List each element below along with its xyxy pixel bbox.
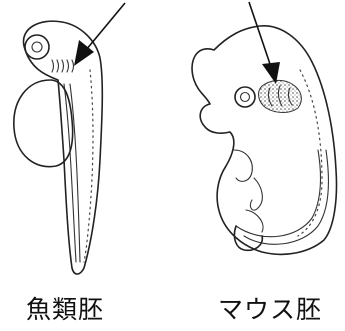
mouse-eye-inner — [241, 93, 250, 102]
mouse-body-outline — [192, 26, 336, 255]
mouse-arrow-line — [249, 2, 270, 64]
fish-eye-inner — [32, 42, 42, 52]
mouse-embryo-label: マウス胚 — [218, 290, 322, 326]
fish-arrow-line — [86, 3, 125, 50]
mouse-embryo — [192, 2, 336, 254]
fish-embryo-label: 魚類胚 — [26, 290, 104, 326]
fish-pharyngeal-arches — [52, 60, 74, 72]
mouse-heart — [250, 178, 262, 210]
mouse-limb-bud — [234, 150, 252, 181]
mouse-pharyngeal-arches — [259, 80, 302, 112]
mouse-hindlimb — [246, 210, 263, 232]
fish-eye-outer — [25, 35, 49, 59]
mouse-eye-outer — [235, 87, 255, 107]
mouse-tail-inner-2 — [236, 150, 320, 237]
fish-embryo — [14, 3, 125, 274]
mouse-tail-inner — [244, 150, 328, 244]
fish-body-inner-line — [64, 84, 76, 262]
